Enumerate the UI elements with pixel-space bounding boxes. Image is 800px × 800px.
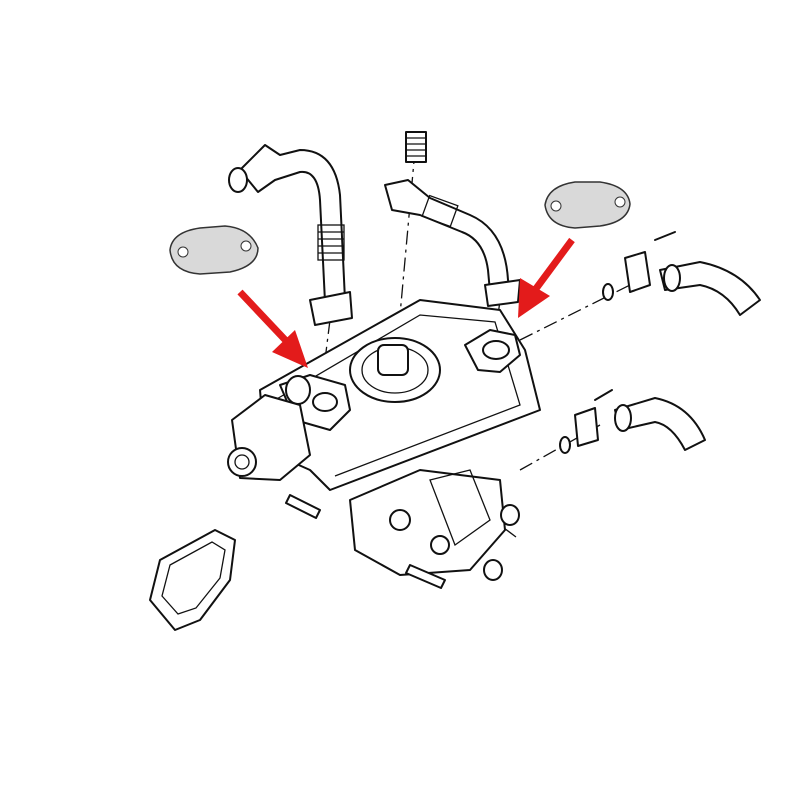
egr-pipe-left xyxy=(228,144,353,326)
gasket xyxy=(149,529,236,631)
mounting-bracket xyxy=(349,469,506,576)
pointer-arrow-left xyxy=(237,289,308,368)
coolant-hose-lower xyxy=(574,389,706,451)
actuator-valve xyxy=(227,394,311,481)
bolts xyxy=(285,494,446,589)
blanking-plate-left xyxy=(169,225,259,275)
egr-cooler-housing xyxy=(259,299,541,491)
o-rings xyxy=(483,283,614,581)
egr-pipe-right xyxy=(384,179,521,307)
coolant-hose-upper xyxy=(624,231,761,316)
blanking-plate-right xyxy=(544,181,631,229)
center-stud xyxy=(405,131,427,163)
pointer-arrow-right xyxy=(518,237,575,318)
